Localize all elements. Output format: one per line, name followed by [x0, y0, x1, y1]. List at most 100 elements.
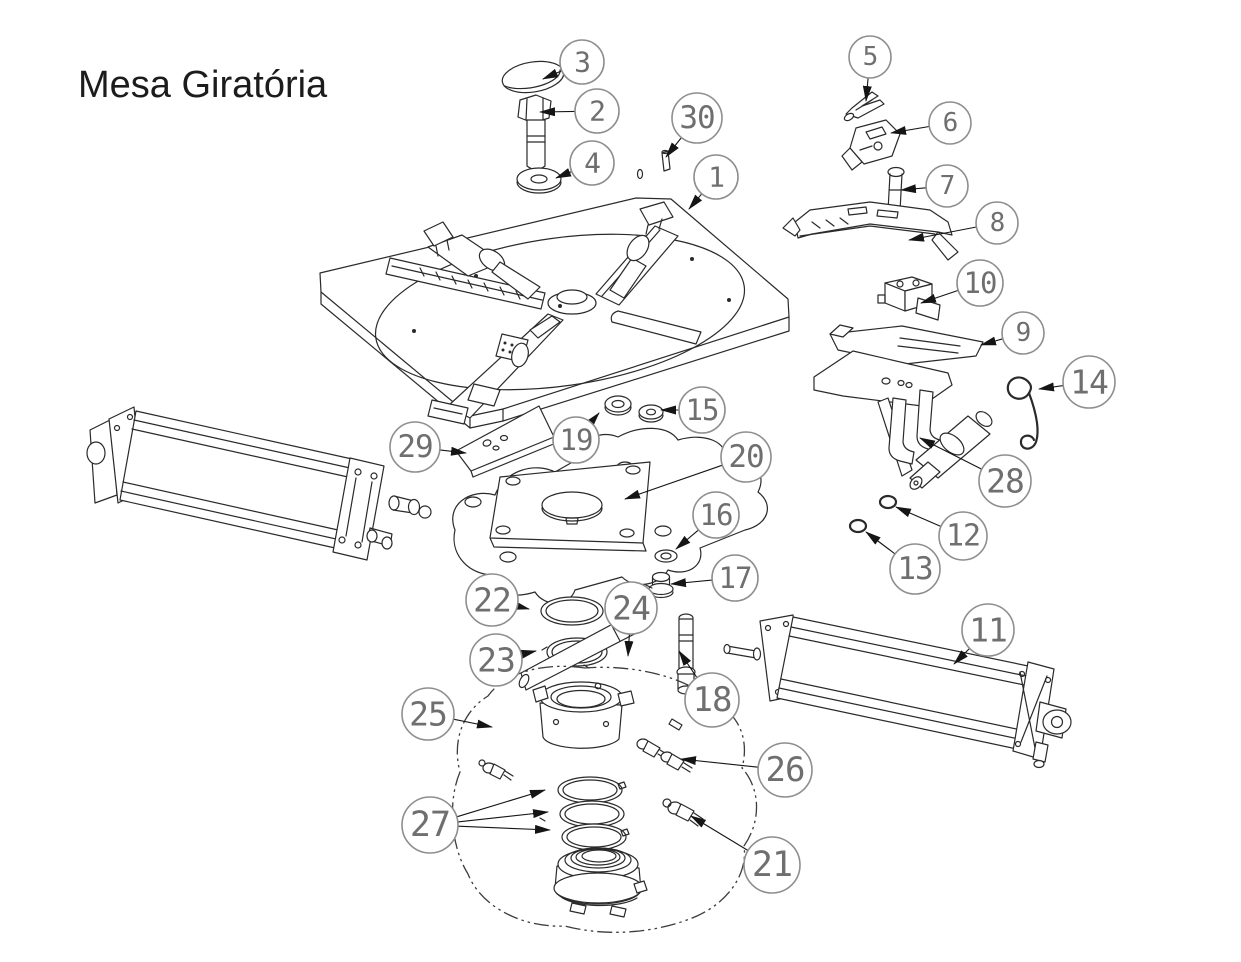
- callout-circle: [389, 421, 441, 473]
- callout-8: 8: [908, 201, 1019, 245]
- callout-circle: [465, 573, 519, 627]
- callout-circle: [569, 140, 615, 186]
- part-flat-washer: [516, 167, 562, 194]
- callout-27: 27: [401, 789, 551, 854]
- part-washer-16: [654, 549, 678, 563]
- part-right-cylinder: [723, 614, 1072, 769]
- callout-number: 18: [693, 680, 732, 720]
- callout-17: 17: [670, 554, 759, 602]
- callout-number: 11: [969, 611, 1007, 650]
- callout-circle: [889, 543, 941, 595]
- callout-number: 2: [589, 95, 605, 128]
- callout-15: 15: [660, 386, 726, 434]
- callout-16: 16: [675, 491, 740, 550]
- leader-line: [520, 649, 537, 659]
- leader-line: [908, 226, 977, 242]
- callout-number: 27: [410, 805, 450, 845]
- callout-circle: [574, 88, 620, 134]
- callout-circle: [469, 633, 523, 687]
- callout-10: 10: [920, 259, 1004, 307]
- callout-circle: [720, 431, 772, 483]
- part-clamp-assembly: [385, 201, 679, 425]
- callout-28: 28: [919, 437, 1032, 508]
- callout-number: 7: [940, 171, 955, 201]
- part-fitting-21: [662, 798, 704, 827]
- callout-29: 29: [389, 421, 467, 473]
- callout-19: 19: [552, 412, 600, 464]
- callout-1: 1: [688, 154, 739, 210]
- callout-number: 14: [1070, 363, 1108, 402]
- callout-12: 12: [895, 506, 988, 561]
- callout-number: 6: [943, 108, 958, 138]
- callout-circle: [1062, 355, 1116, 409]
- callout-number: 5: [863, 42, 878, 72]
- part-cam-lock: [841, 119, 901, 171]
- part-safety-clip: [843, 91, 885, 122]
- callout-2: 2: [539, 88, 620, 134]
- callout-circle: [684, 672, 740, 728]
- leader-line: [688, 193, 703, 210]
- callout-circle: [925, 164, 969, 208]
- callout-number: 10: [964, 266, 997, 300]
- part-wire-clip: [1006, 376, 1039, 450]
- part-fitting-left: [478, 759, 514, 781]
- callout-number: 8: [990, 208, 1005, 238]
- part-oring-set-27: [539, 776, 630, 851]
- callout-number: 20: [728, 439, 763, 475]
- callout-circle: [938, 511, 988, 561]
- part-hex-bolt: [517, 94, 552, 171]
- leader-line: [513, 601, 530, 610]
- callout-number: 9: [1016, 318, 1031, 348]
- callout-circle: [693, 154, 739, 200]
- callout-4: 4: [555, 140, 615, 186]
- part-wear-plate-assembly: [452, 427, 768, 604]
- callout-circle: [757, 742, 813, 798]
- callout-number: 22: [473, 581, 511, 620]
- leader-line: [670, 578, 713, 588]
- leader-line: [539, 107, 576, 117]
- callout-22: 22: [465, 573, 530, 627]
- leader-line: [675, 529, 699, 550]
- leader-line: [624, 464, 723, 500]
- callout-11: 11: [953, 603, 1015, 665]
- callout-number: 25: [409, 695, 447, 734]
- leader-line: [678, 650, 698, 678]
- part-left-cylinder: [86, 406, 432, 561]
- callout-5: 5: [848, 35, 892, 102]
- leader-line: [456, 789, 546, 818]
- callout-9: 9: [980, 311, 1045, 355]
- callout-30: 30: [665, 92, 723, 158]
- leader-line: [542, 68, 563, 80]
- part-ring-12: [878, 494, 898, 510]
- part-stop-block: [877, 276, 941, 321]
- callout-13: 13: [865, 531, 941, 595]
- callout-circle: [1001, 311, 1045, 355]
- callout-number: 23: [477, 641, 515, 680]
- callout-circle: [928, 101, 972, 145]
- part-dome-cap: [501, 60, 565, 94]
- callout-26: 26: [680, 742, 813, 798]
- part-oring-22: [540, 596, 604, 626]
- callout-14: 14: [1038, 355, 1116, 409]
- leader-line: [895, 506, 942, 528]
- callout-21: 21: [690, 815, 801, 894]
- callout-circle: [678, 386, 726, 434]
- part-release-handle: [782, 201, 959, 261]
- callout-number: 19: [560, 423, 593, 457]
- callout-18: 18: [678, 650, 740, 728]
- leader-line: [890, 125, 930, 135]
- callout-circle: [956, 259, 1004, 307]
- leader-line: [690, 815, 749, 851]
- callout-number: 12: [946, 519, 980, 554]
- leader-line: [665, 137, 682, 158]
- callout-number: 28: [986, 462, 1024, 501]
- callout-circle: [978, 454, 1032, 508]
- part-bushing-cup: [532, 681, 635, 749]
- leader-line: [920, 289, 959, 304]
- callout-number: 17: [719, 561, 752, 595]
- callout-circle: [848, 35, 892, 79]
- callout-number: 24: [612, 589, 650, 628]
